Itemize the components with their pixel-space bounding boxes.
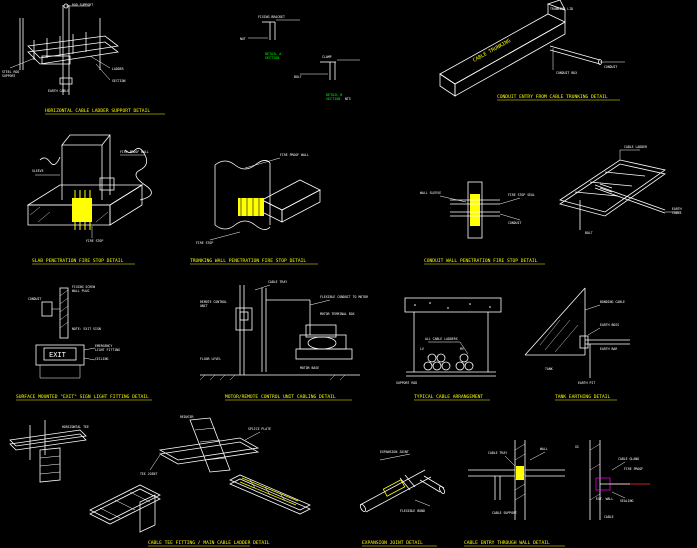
caption-conduit-wall: CONDUIT WALL PENETRATION FIRE STOP DETAI… [424,258,538,264]
caption-exit-sign: SURFACE MOUNTED "EXIT" SIGN LIGHT FITTIN… [16,394,149,400]
detail-fixing-symbols: FIXING BRACKET NUT DETAIL A SECTION CLAM… [240,15,360,101]
svg-text:EARTH: EARTH [672,207,682,211]
svg-text:FIXING BRACKET: FIXING BRACKET [258,15,285,19]
svg-text:CONDUIT BOX: CONDUIT BOX [556,71,577,75]
svg-text:CONDUIT: CONDUIT [28,297,42,301]
svg-text:CABLE SUPPORT: CABLE SUPPORT [492,511,517,515]
caption-horizontal-ladder: HORIZONTAL CABLE LADDER SUPPORT DETAIL [45,108,150,114]
caption-expansion-joint: EXPANSION JOINT DETAIL [362,540,423,546]
svg-text:FIRE PROOF WALL: FIRE PROOF WALL [280,153,309,157]
svg-text:EMERGENCY: EMERGENCY [95,344,112,348]
svg-text:GS: GS [575,445,579,449]
svg-text:NOTE: EXIT SIGN: NOTE: EXIT SIGN [72,327,101,331]
svg-text:LIGHT FITTING: LIGHT FITTING [95,348,120,352]
svg-text:EXPANSION JOINT: EXPANSION JOINT [380,450,409,454]
detail-horizontal-ladder-support: STEEL ROD SUPPORT LADDER SECTION EARTH C… [2,3,165,115]
svg-text:EXT. WALL: EXT. WALL [596,497,613,501]
svg-text:FLEXIBLE BOND: FLEXIBLE BOND [400,509,425,513]
detail-exit-sign: EXIT FIXING SCREW WALL PLUG CONDUIT NOTE… [16,285,152,401]
caption-ladder-tee: CABLE TEE FITTING / MAIN CABLE LADDER DE… [148,540,270,546]
caption-conduit-trunking: CONDUIT ENTRY FROM CABLE TRUNKING DETAIL [497,94,608,100]
svg-text:ROD SUPPORT: ROD SUPPORT [72,3,93,7]
caption-cable-arrangement: TYPICAL CABLE ARRANGEMENT [414,394,483,400]
svg-text:DETAIL A: DETAIL A [265,52,281,56]
svg-text:REDUCER: REDUCER [180,415,194,419]
svg-text:MOTOR TERMINAL BOX: MOTOR TERMINAL BOX [320,312,355,316]
svg-text:BONDING CABLE: BONDING CABLE [600,300,625,304]
svg-text:EARTH BAR: EARTH BAR [600,347,617,351]
svg-text:BOLT: BOLT [294,75,302,79]
caption-cable-wall: CABLE ENTRY THROUGH WALL DETAIL [464,540,550,546]
detail-tank-earthing: BONDING CABLE EARTH BOSS EARTH BAR TANK … [524,287,630,401]
svg-text:CLAMP: CLAMP [322,55,332,59]
svg-text:WALL: WALL [540,447,548,451]
svg-text:SECTION: SECTION [326,97,340,101]
svg-text:WALL PLUG: WALL PLUG [72,289,89,293]
svg-text:MV: MV [460,347,464,351]
svg-text:FIXING SCREW: FIXING SCREW [72,285,95,289]
svg-text:MOTOR BASE: MOTOR BASE [300,366,319,370]
svg-text:CABLE LADDER: CABLE LADDER [624,145,647,149]
svg-text:FIRE STOP: FIRE STOP [196,241,213,245]
detail-ladder-bend: CABLE LADDER EARTH CABLE BOLT [559,145,682,235]
detail-trunking-wall-penetration: FIRE PROOF WALL FIRE STOP TRUNKING WALL … [190,153,321,265]
svg-text:SLEEVE: SLEEVE [32,169,44,173]
svg-text:CABLE TRAY: CABLE TRAY [488,451,507,455]
svg-text:SEALING: SEALING [620,499,634,503]
svg-text:CEILING: CEILING [95,357,109,361]
svg-text:FLEXIBLE CONDUIT TO MOTOR: FLEXIBLE CONDUIT TO MOTOR [320,295,368,299]
svg-text:LADDER: LADDER [112,67,124,71]
detail-expansion-joint: EXPANSION JOINT FLEXIBLE BOND EXPANSION … [359,450,446,547]
exit-sign-text: EXIT [49,351,67,359]
svg-text:TRUNKING LID: TRUNKING LID [550,7,573,11]
svg-text:TEE JOINT: TEE JOINT [140,472,157,476]
svg-text:FIRE STOP: FIRE STOP [86,239,103,243]
svg-text:NTS: NTS [345,97,351,101]
svg-text:CABLE TRAY: CABLE TRAY [268,280,287,284]
svg-text:SECTION: SECTION [112,79,126,83]
detail-motor-control: REMOTE CONTROL UNIT CABLE TRAY FLEXIBLE … [199,280,368,401]
svg-text:TANK: TANK [545,367,553,371]
svg-text:SUPPORT ROD: SUPPORT ROD [396,381,417,385]
caption-trunking-wall: TRUNKING WALL PENETRATION FIRE STOP DETA… [190,258,306,264]
svg-text:BOLT: BOLT [585,231,593,235]
caption-slab-penetration: SLAB PENETRATION FIRE STOP DETAIL [32,258,124,264]
svg-text:UNIT: UNIT [200,304,208,308]
svg-text:HORIZONTAL TEE: HORIZONTAL TEE [62,425,89,429]
svg-text:EARTH PIT: EARTH PIT [578,381,595,385]
svg-text:CABLE GLAND: CABLE GLAND [618,457,639,461]
svg-text:FIRE PROOF WALL: FIRE PROOF WALL [120,150,149,154]
svg-text:CABLE: CABLE [604,515,614,519]
svg-text:STEEL ROD: STEEL ROD [2,70,19,74]
caption-tank-earthing: TANK EARTHING DETAIL [555,394,611,400]
svg-text:EARTH CABLE: EARTH CABLE [48,89,69,93]
svg-text:CABLE: CABLE [672,211,682,215]
svg-text:FLOOR LEVEL: FLOOR LEVEL [200,357,221,361]
svg-text:REMOTE CONTROL: REMOTE CONTROL [200,300,227,304]
svg-text:CONDUIT: CONDUIT [604,65,618,69]
detail-slab-penetration: FIRE PROOF WALL SLEEVE FIRE STOP SLAB PE… [26,134,152,265]
detail-conduit-wall-penetration: WALL SLEEVE FIRE STOP SEAL CONDUIT CONDU… [420,181,545,265]
svg-text:DETAIL B: DETAIL B [326,93,342,97]
detail-ladder-tee: TEE JOINT SPLICE PLATE REDUCER HORIZONTA… [9,415,311,547]
detail-cable-arrangement: ALL CABLE LADDERS LV MV SUPPORT ROD TYPI… [396,297,502,401]
svg-text:CONDUIT: CONDUIT [508,221,522,225]
svg-text:ALL CABLE LADDERS: ALL CABLE LADDERS [425,337,458,341]
svg-text:NUT: NUT [240,37,246,41]
detail-cable-entry-wall: CABLE TRAY WALL CABLE SUPPORT CABLE GLAN… [464,440,650,547]
svg-text:SPLICE PLATE: SPLICE PLATE [248,427,271,431]
caption-motor-control: MOTOR/REMOTE CONTROL UNIT CABLING DETAIL [225,394,336,400]
svg-text:EARTH BOSS: EARTH BOSS [600,323,619,327]
svg-text:FIRE STOP SEAL: FIRE STOP SEAL [508,193,535,197]
svg-text:SECTION: SECTION [265,56,279,60]
svg-text:LV: LV [420,347,424,351]
svg-text:FIRE PROOF: FIRE PROOF [624,467,643,471]
svg-text:WALL SLEEVE: WALL SLEEVE [420,191,441,195]
svg-text:SUPPORT: SUPPORT [2,74,16,78]
